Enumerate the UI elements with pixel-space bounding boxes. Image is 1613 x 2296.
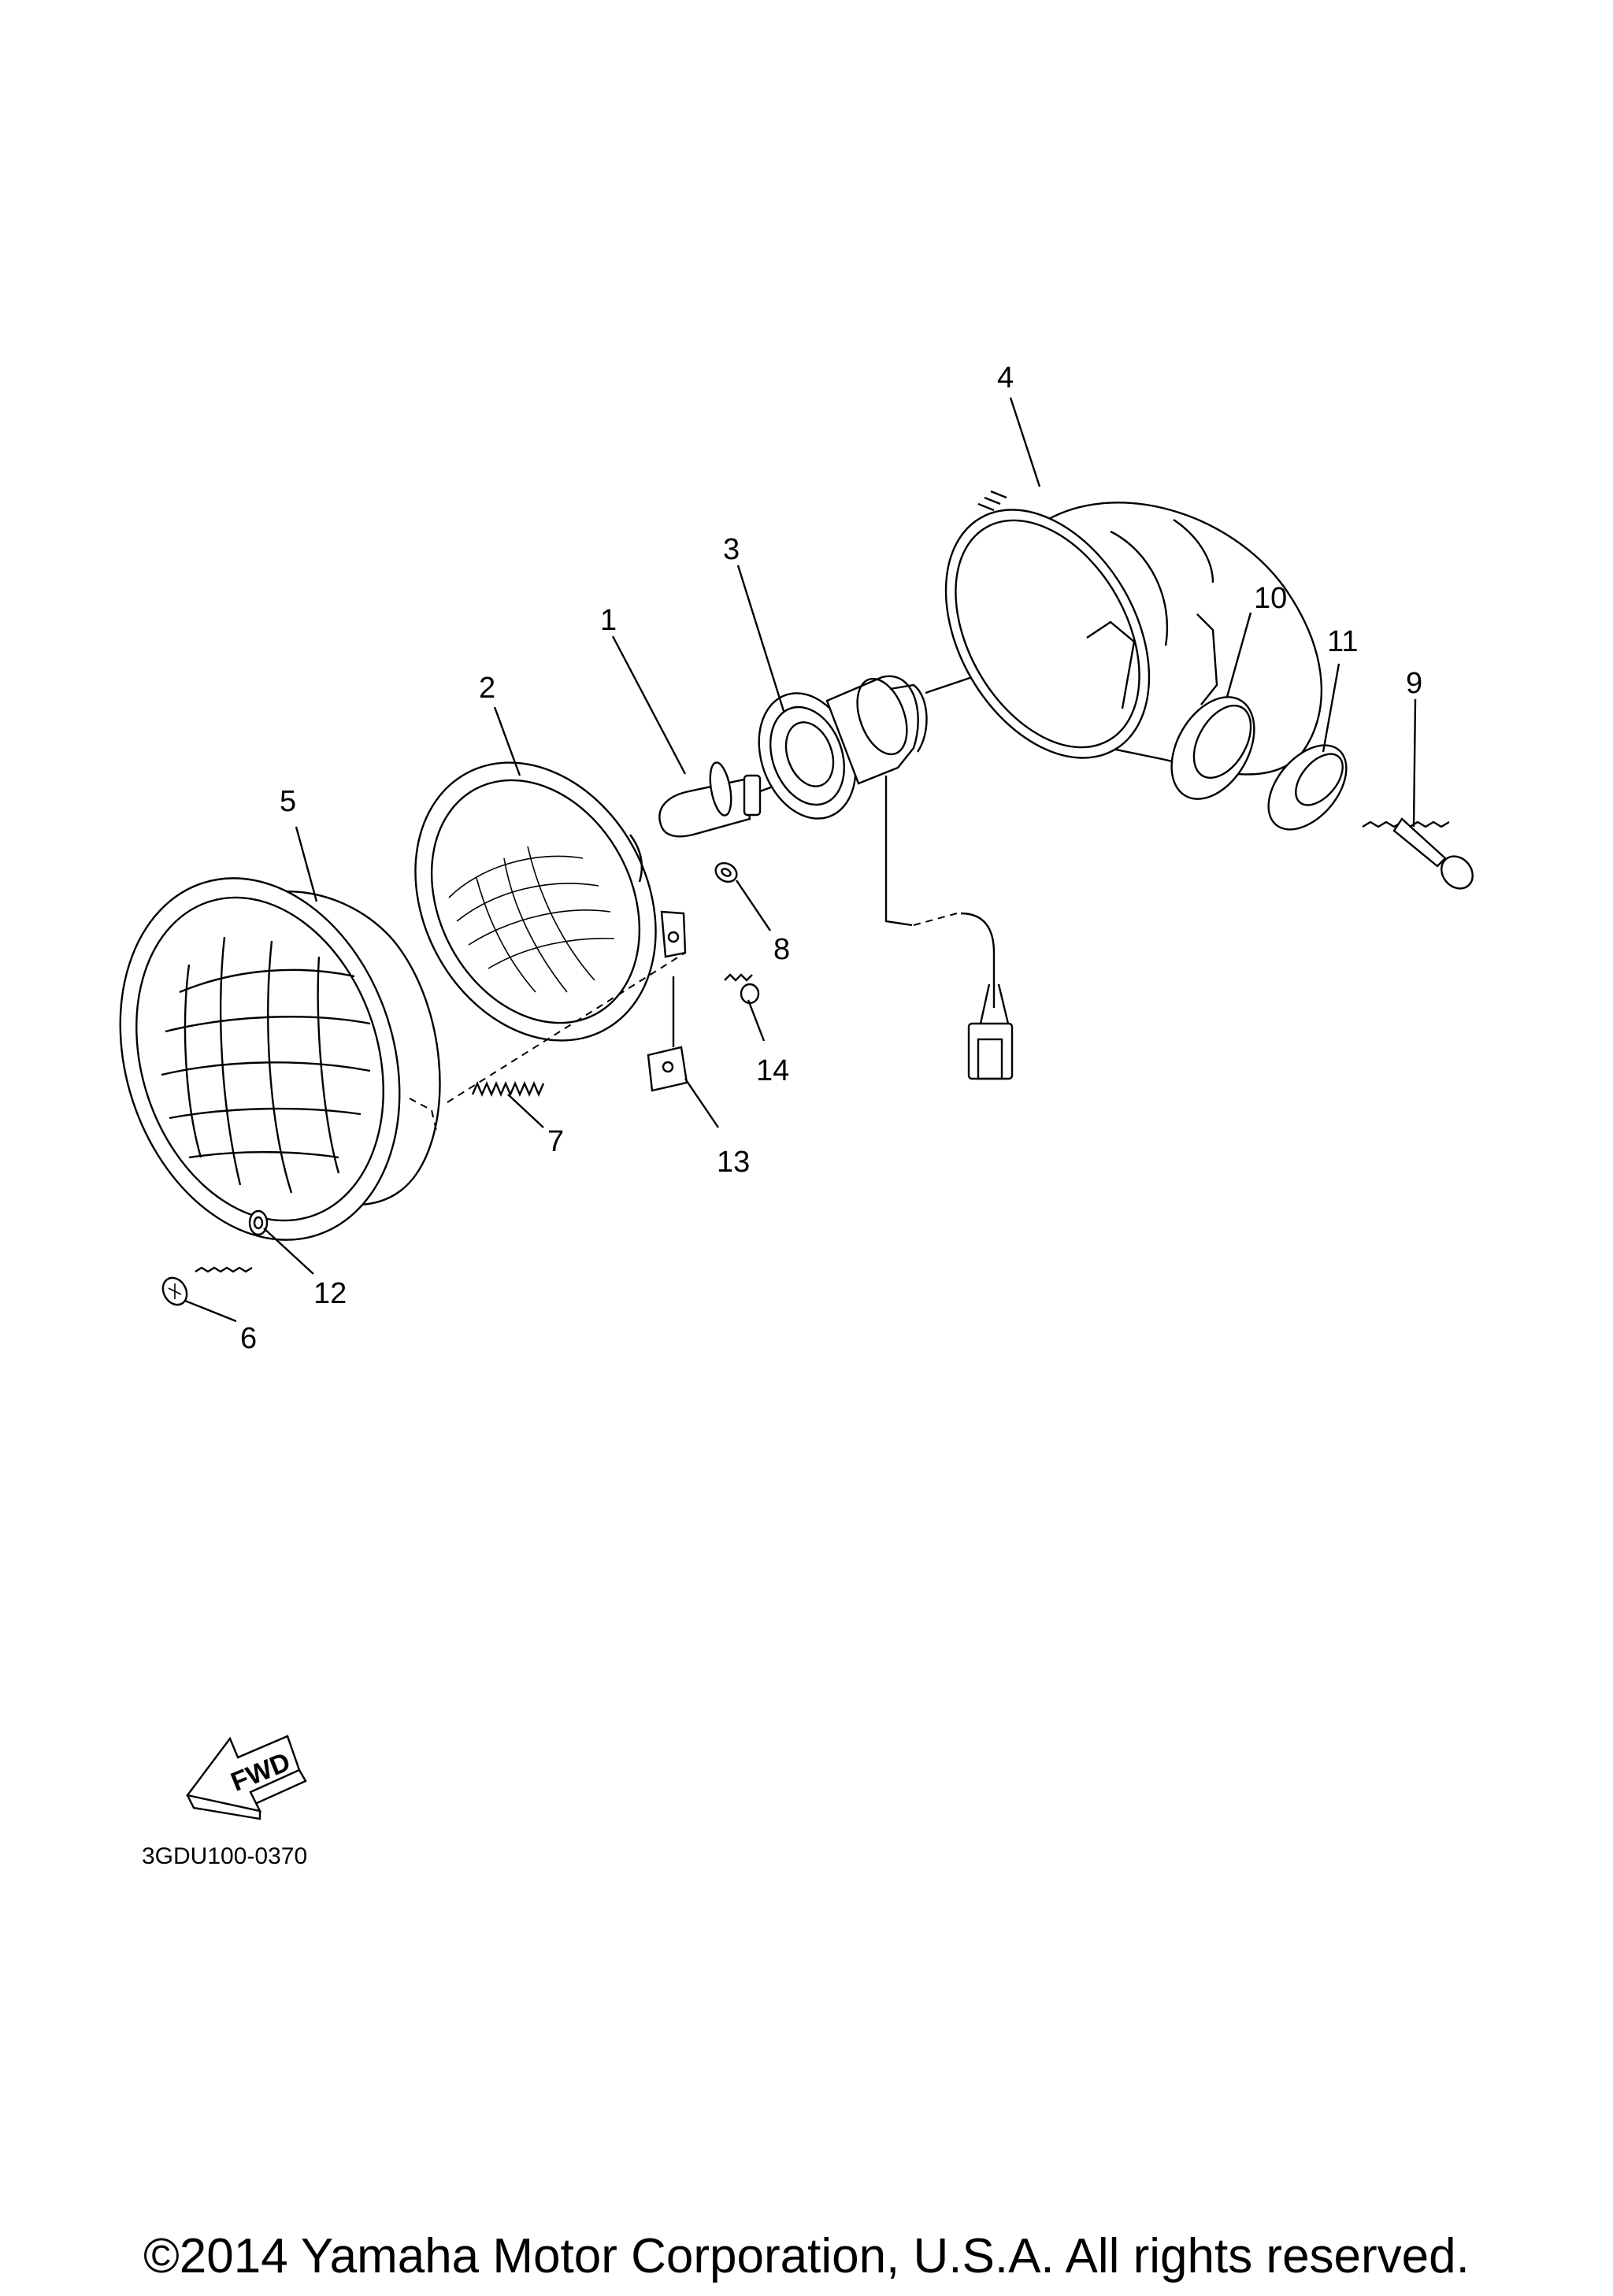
callout-10: 10 xyxy=(1254,582,1287,615)
nut-clip-part xyxy=(647,976,688,1092)
cap-part xyxy=(1267,744,1348,831)
forward-arrow-icon: FWD xyxy=(185,1735,307,1820)
diagram-code: 3GDU100-0370 xyxy=(142,1843,307,1869)
callout-9: 9 xyxy=(1406,667,1422,700)
adjusting-spring-part xyxy=(471,1080,545,1098)
callout-5: 5 xyxy=(280,785,296,818)
callout-1: 1 xyxy=(600,604,617,637)
callout-11: 11 xyxy=(1327,625,1358,658)
flange-bolt-part xyxy=(1362,817,1474,890)
screw-part-14 xyxy=(724,973,760,1005)
headlight-housing-part xyxy=(944,490,1323,776)
leader-lines xyxy=(184,397,1417,1323)
callout-14: 14 xyxy=(756,1054,789,1087)
copyright-notice: ©2014 Yamaha Motor Corporation, U.S.A. A… xyxy=(143,2229,1470,2283)
callout-4: 4 xyxy=(997,361,1014,394)
callout-8: 8 xyxy=(773,933,790,966)
callout-3: 3 xyxy=(723,533,740,566)
screw-part-6 xyxy=(161,1266,253,1306)
nut-part xyxy=(714,861,738,883)
grommet-part xyxy=(1170,696,1255,800)
callout-13: 13 xyxy=(717,1146,750,1179)
bulb-socket-part xyxy=(758,666,1014,1080)
callout-12: 12 xyxy=(313,1277,347,1310)
headlight-lens-part xyxy=(414,761,687,1103)
callout-7: 7 xyxy=(547,1125,564,1158)
headlight-guard-part xyxy=(119,877,441,1241)
washer-part xyxy=(248,1209,269,1236)
callout-6: 6 xyxy=(240,1322,257,1355)
callout-2: 2 xyxy=(479,672,495,705)
